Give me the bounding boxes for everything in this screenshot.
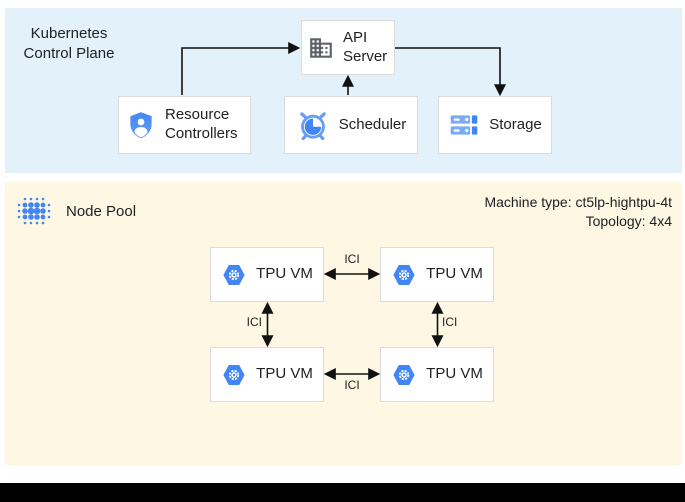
scheduler-node: Scheduler <box>284 96 418 154</box>
node-pool-title: Node Pool <box>66 203 137 220</box>
gke-hexagon-icon <box>221 362 247 388</box>
tpu-vm-label: TPU VM <box>256 265 313 283</box>
api-server-label: API Server <box>343 28 388 65</box>
ici-label-right: ICI <box>442 315 458 329</box>
tpu-vm-node-top-left: TPU VM <box>210 247 324 302</box>
control-plane-title: Kubernetes Control Plane <box>23 25 115 62</box>
storage-label: Storage <box>489 115 542 133</box>
tpu-vm-node-bottom-left: TPU VM <box>210 347 324 402</box>
resource-controllers-label: Resource Controllers <box>165 106 238 142</box>
api-server-node: API Server <box>301 20 395 75</box>
ici-label-left: ICI <box>246 315 262 329</box>
topology-text: Topology: 4x4 <box>585 213 672 229</box>
server-stack-icon <box>448 109 480 141</box>
gke-hexagon-icon <box>391 262 417 288</box>
ici-label-top: ICI <box>344 252 360 266</box>
gke-hexagon-icon <box>391 362 417 388</box>
storage-node: Storage <box>438 96 552 154</box>
tpu-vm-node-bottom-right: TPU VM <box>380 347 494 402</box>
gke-hexagon-icon <box>221 262 247 288</box>
tpu-vm-node-top-right: TPU VM <box>380 247 494 302</box>
alarm-clock-icon <box>296 108 330 142</box>
machine-type-text: Machine type: ct5lp-hightpu-4t <box>484 194 672 210</box>
scheduler-label: Scheduler <box>338 115 407 133</box>
node-pool-panel: Node Pool Machine type: ct5lp-hightpu-4t… <box>5 182 682 465</box>
node-pool-dots-icon <box>14 191 54 231</box>
ici-label-bottom: ICI <box>344 378 360 392</box>
tpu-vm-label: TPU VM <box>256 365 313 383</box>
shield-user-icon <box>126 110 156 140</box>
tpu-vm-label: TPU VM <box>426 265 483 283</box>
bottom-bar <box>0 483 685 502</box>
resource-controllers-node: Resource Controllers <box>118 96 251 154</box>
tpu-vm-label: TPU VM <box>426 365 483 383</box>
node-pool-machine-info: Machine type: ct5lp-hightpu-4t Topology:… <box>484 193 672 231</box>
building-icon <box>308 35 334 61</box>
